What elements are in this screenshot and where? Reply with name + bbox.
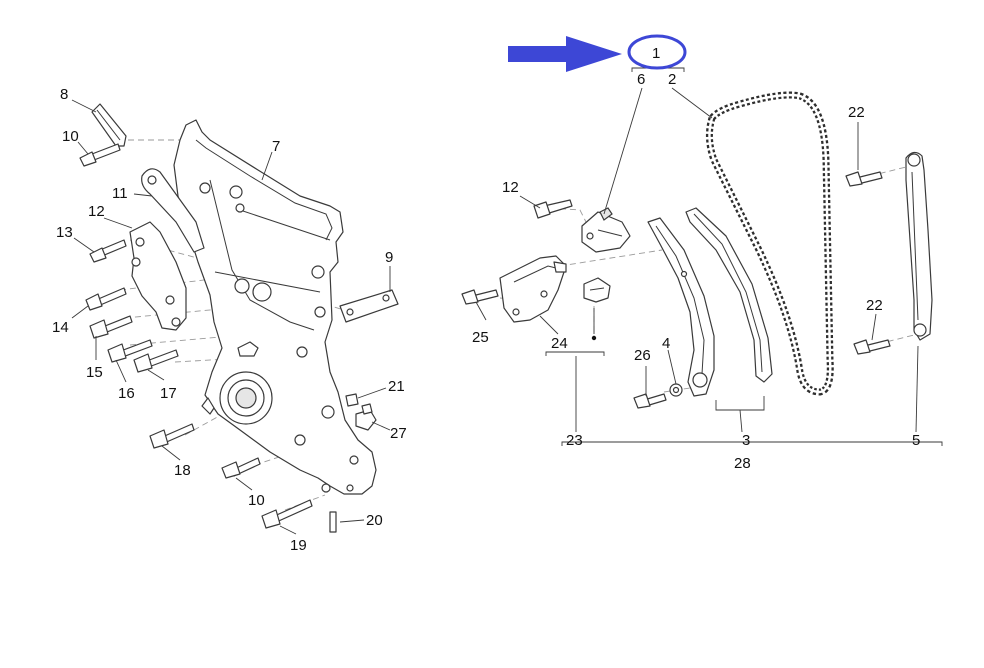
dowel-20 [329, 511, 337, 533]
label-14: 14 [52, 319, 69, 336]
label-20: 20 [366, 512, 383, 529]
plug-21 [345, 393, 359, 407]
label-23: 23 [566, 432, 583, 449]
label-16: 16 [118, 385, 135, 402]
label-28: 28 [734, 455, 751, 472]
label-25: 25 [472, 329, 489, 346]
bolt-12b [533, 199, 573, 219]
label-7: 7 [272, 138, 280, 155]
part-labels: 1 6 2 8 10 7 11 12 13 9 14 15 16 17 21 2… [52, 45, 920, 554]
chain-guide [685, 207, 773, 383]
guide-rail [905, 151, 933, 341]
highlight-arrow [508, 36, 622, 72]
bolt-19 [261, 499, 313, 529]
label-22b: 22 [866, 297, 883, 314]
chain-drive-assembly [461, 91, 933, 409]
tensioner-plunger [583, 277, 611, 303]
bolt-22b [853, 339, 891, 355]
bracket [141, 168, 205, 253]
bolt-18 [149, 423, 195, 449]
label-11: 11 [112, 185, 128, 202]
bolt-10a [79, 143, 121, 167]
label-9: 9 [385, 249, 393, 266]
left-leaders [71, 99, 391, 535]
label-6: 6 [637, 71, 645, 88]
guide-bracket [499, 255, 567, 323]
bolt-26 [633, 393, 667, 409]
bolt-22a [845, 171, 883, 187]
label-5: 5 [912, 432, 920, 449]
bolt-16 [107, 339, 153, 363]
tensioner-rail [647, 217, 715, 397]
label-4: 4 [662, 335, 670, 352]
label-1: 1 [652, 45, 660, 62]
label-12a: 12 [88, 203, 105, 220]
bolt-10b [221, 457, 261, 479]
bolt-13 [89, 239, 127, 263]
timing-chain [705, 91, 834, 396]
highlight-circle [627, 34, 687, 70]
washer-4 [669, 383, 683, 397]
label-13: 13 [56, 224, 73, 241]
label-15: 15 [86, 364, 103, 381]
label-10a: 10 [62, 128, 79, 145]
bolt-15 [89, 315, 133, 339]
label-10b: 10 [248, 492, 265, 509]
label-27: 27 [390, 425, 407, 442]
label-26: 26 [634, 347, 651, 364]
label-22a: 22 [848, 104, 865, 121]
label-17: 17 [160, 385, 177, 402]
sensor-27 [355, 403, 377, 431]
label-8: 8 [60, 86, 68, 103]
bolt-17 [133, 349, 179, 373]
bolt-25 [461, 289, 499, 305]
seal-plate [339, 289, 399, 323]
label-21: 21 [388, 378, 405, 395]
label-2: 2 [668, 71, 676, 88]
bolt-14 [85, 287, 127, 311]
label-12b: 12 [502, 179, 519, 196]
label-3: 3 [742, 432, 750, 449]
label-19: 19 [290, 537, 307, 554]
timing-cover-assembly [79, 103, 399, 533]
label-18: 18 [174, 462, 191, 479]
chain-tensioner [581, 207, 631, 253]
label-24: 24 [551, 335, 568, 352]
